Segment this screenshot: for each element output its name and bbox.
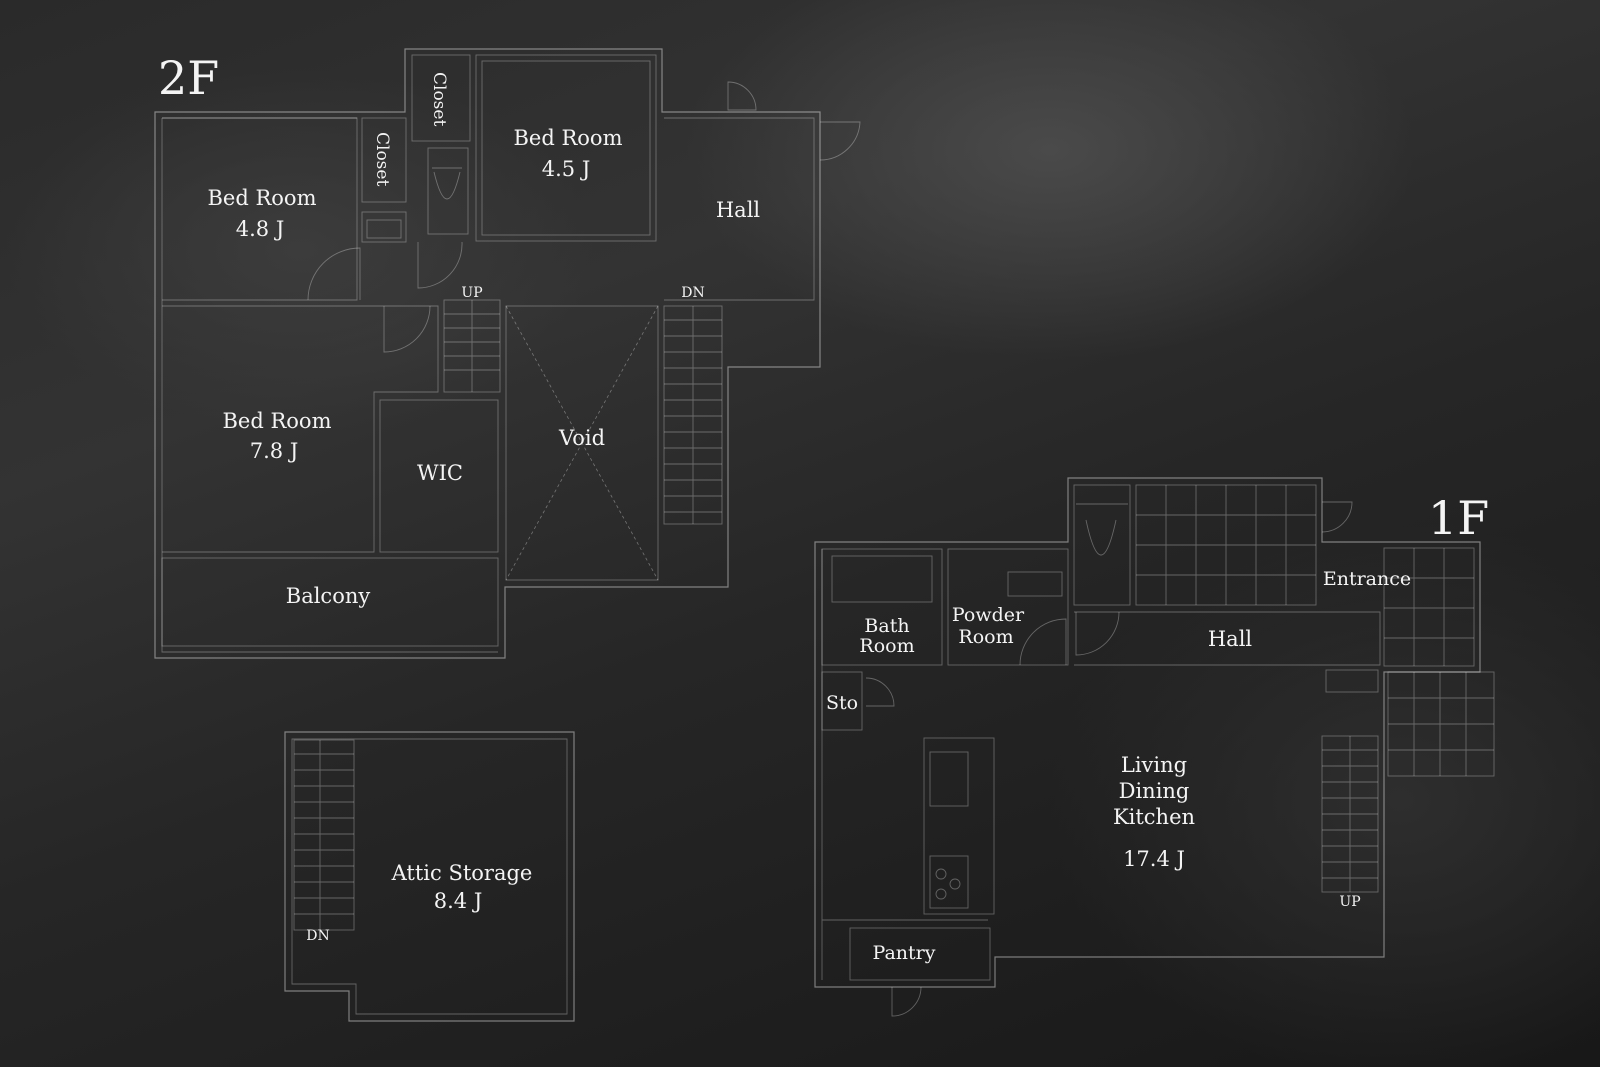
kitchen-counter [923, 737, 995, 915]
plan-attic [284, 731, 575, 1022]
wc-2f-bowl [432, 167, 462, 200]
void-box [505, 305, 659, 581]
burner-a [935, 868, 947, 880]
closet-b-box [411, 54, 471, 142]
stair-2f-up-label: UP [461, 285, 482, 301]
small-store-box [361, 211, 407, 243]
burner-b [949, 878, 961, 890]
door-hall-2f-side [819, 121, 861, 161]
stair-2f-up [443, 299, 501, 393]
ldk-label-line2: Dining [1119, 779, 1190, 803]
wc-1f-box [1073, 484, 1131, 606]
closet-a-label: Closet [372, 132, 392, 186]
stair-2f-dn-label: DN [681, 285, 704, 301]
wall-attic-outer [284, 731, 575, 1022]
floor-1f-title: 1F [1428, 491, 1489, 545]
door-storage [865, 677, 895, 707]
void-cross [505, 305, 659, 581]
door-bedroom-c [383, 305, 431, 353]
burner-c [935, 888, 947, 900]
shoe-cabinet [1325, 669, 1379, 693]
bathtub [831, 555, 933, 603]
wc-1f-bowl [1076, 503, 1128, 556]
ldk-size: 17.4 J [1123, 847, 1185, 871]
entrance-porch-tiles [1384, 548, 1474, 666]
kitchen-stove [929, 855, 969, 909]
wall-bedroom-b-inner [481, 60, 651, 236]
attic-name: Attic Storage [391, 861, 533, 885]
wall-1f-outer-inner [821, 549, 988, 980]
wall-powder [947, 548, 1069, 666]
powder-label-line1: Powder [952, 604, 1025, 626]
wall-balcony [161, 557, 499, 647]
bedroom-a-size: 4.8 J [236, 217, 285, 241]
wall-bedroom-c [162, 305, 439, 553]
bedroom-b-name: Bed Room [514, 126, 623, 150]
powder-label-line2: Room [958, 626, 1013, 648]
wall-2f-outer [154, 48, 821, 659]
hall-1f-label: Hall [1208, 627, 1253, 651]
stair-1f-treads [1322, 736, 1378, 892]
wall-bedroom-a [162, 117, 358, 301]
stair-1f-up-label: UP [1339, 894, 1360, 910]
door-hall-2f-top [727, 81, 757, 111]
door-bedroom-a [307, 247, 361, 301]
entrance-tiles [1136, 485, 1316, 605]
void-label: Void [558, 426, 605, 450]
closet-b-label: Closet [429, 72, 449, 126]
wall-pantry [849, 927, 991, 981]
closet-a-box [361, 117, 407, 203]
outer-porch-tiles [1388, 672, 1494, 776]
wc-2f-box [427, 147, 469, 235]
stair-attic-treads [294, 740, 354, 930]
bath-label-line2: Room [859, 635, 914, 657]
wall-hall-2f [664, 117, 815, 301]
wic-label: WIC [417, 461, 463, 485]
wall-2f-outer-inner [161, 117, 498, 653]
pantry-label: Pantry [873, 942, 936, 964]
door-entrance [1321, 501, 1353, 533]
stair-attic [293, 739, 355, 931]
plan-1f [814, 477, 1495, 1017]
bedroom-b-size: 4.5 J [542, 157, 591, 181]
wall-1f-outer [814, 477, 1481, 988]
wall-bedroom-b [475, 54, 657, 242]
bath-label-line1: Bath [864, 615, 909, 637]
floor-2f-title: 2F [158, 51, 219, 105]
bedroom-c-name: Bed Room [223, 409, 332, 433]
entrance-floor [1135, 484, 1317, 606]
stair-2f-dn [663, 305, 723, 525]
entrance-label: Entrance [1323, 568, 1411, 590]
door-wc-1f [1075, 611, 1120, 656]
bedroom-a-name: Bed Room [208, 186, 317, 210]
bedroom-c-size: 7.8 J [250, 439, 299, 463]
storage-label: Sto [826, 692, 858, 714]
small-store-inner [366, 219, 402, 239]
vanity [1007, 571, 1063, 597]
ldk-label-line1: Living [1121, 753, 1187, 777]
stair-attic-dn-label: DN [306, 928, 329, 944]
door-wc-2f [417, 241, 463, 289]
wall-wic [379, 399, 499, 553]
wall-bath [821, 548, 943, 666]
wall-attic-inner [291, 738, 568, 1015]
door-powder [1019, 618, 1067, 666]
wall-storage [821, 671, 863, 731]
door-pantry [891, 986, 922, 1017]
wall-hall-1f [1074, 611, 1381, 666]
ldk-label-line3: Kitchen [1113, 805, 1195, 829]
hall-2f-label: Hall [716, 198, 761, 222]
stair-2f-up-treads [444, 300, 500, 392]
stair-1f [1321, 735, 1379, 893]
kitchen-sink [929, 751, 969, 807]
attic-size: 8.4 J [434, 889, 483, 913]
plan-2f [154, 48, 861, 659]
stair-2f-dn-treads [664, 306, 722, 524]
entrance-porch [1383, 547, 1475, 667]
outer-porch [1387, 671, 1495, 777]
balcony-label: Balcony [286, 584, 371, 608]
